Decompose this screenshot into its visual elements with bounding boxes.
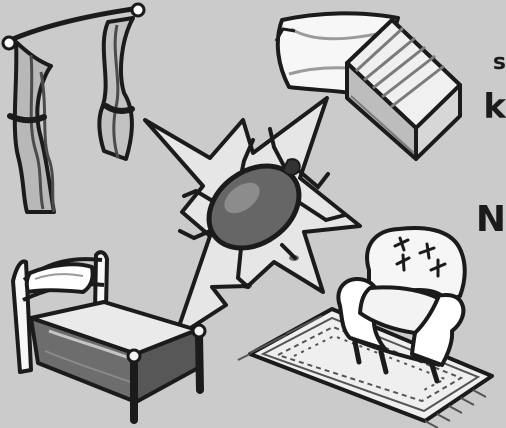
edge-text-s: s [493, 52, 506, 74]
edge-text-n: N [476, 202, 506, 238]
shadow-dot [289, 255, 299, 261]
shadow-dot [242, 283, 252, 289]
edge-text-k: k [483, 90, 506, 124]
